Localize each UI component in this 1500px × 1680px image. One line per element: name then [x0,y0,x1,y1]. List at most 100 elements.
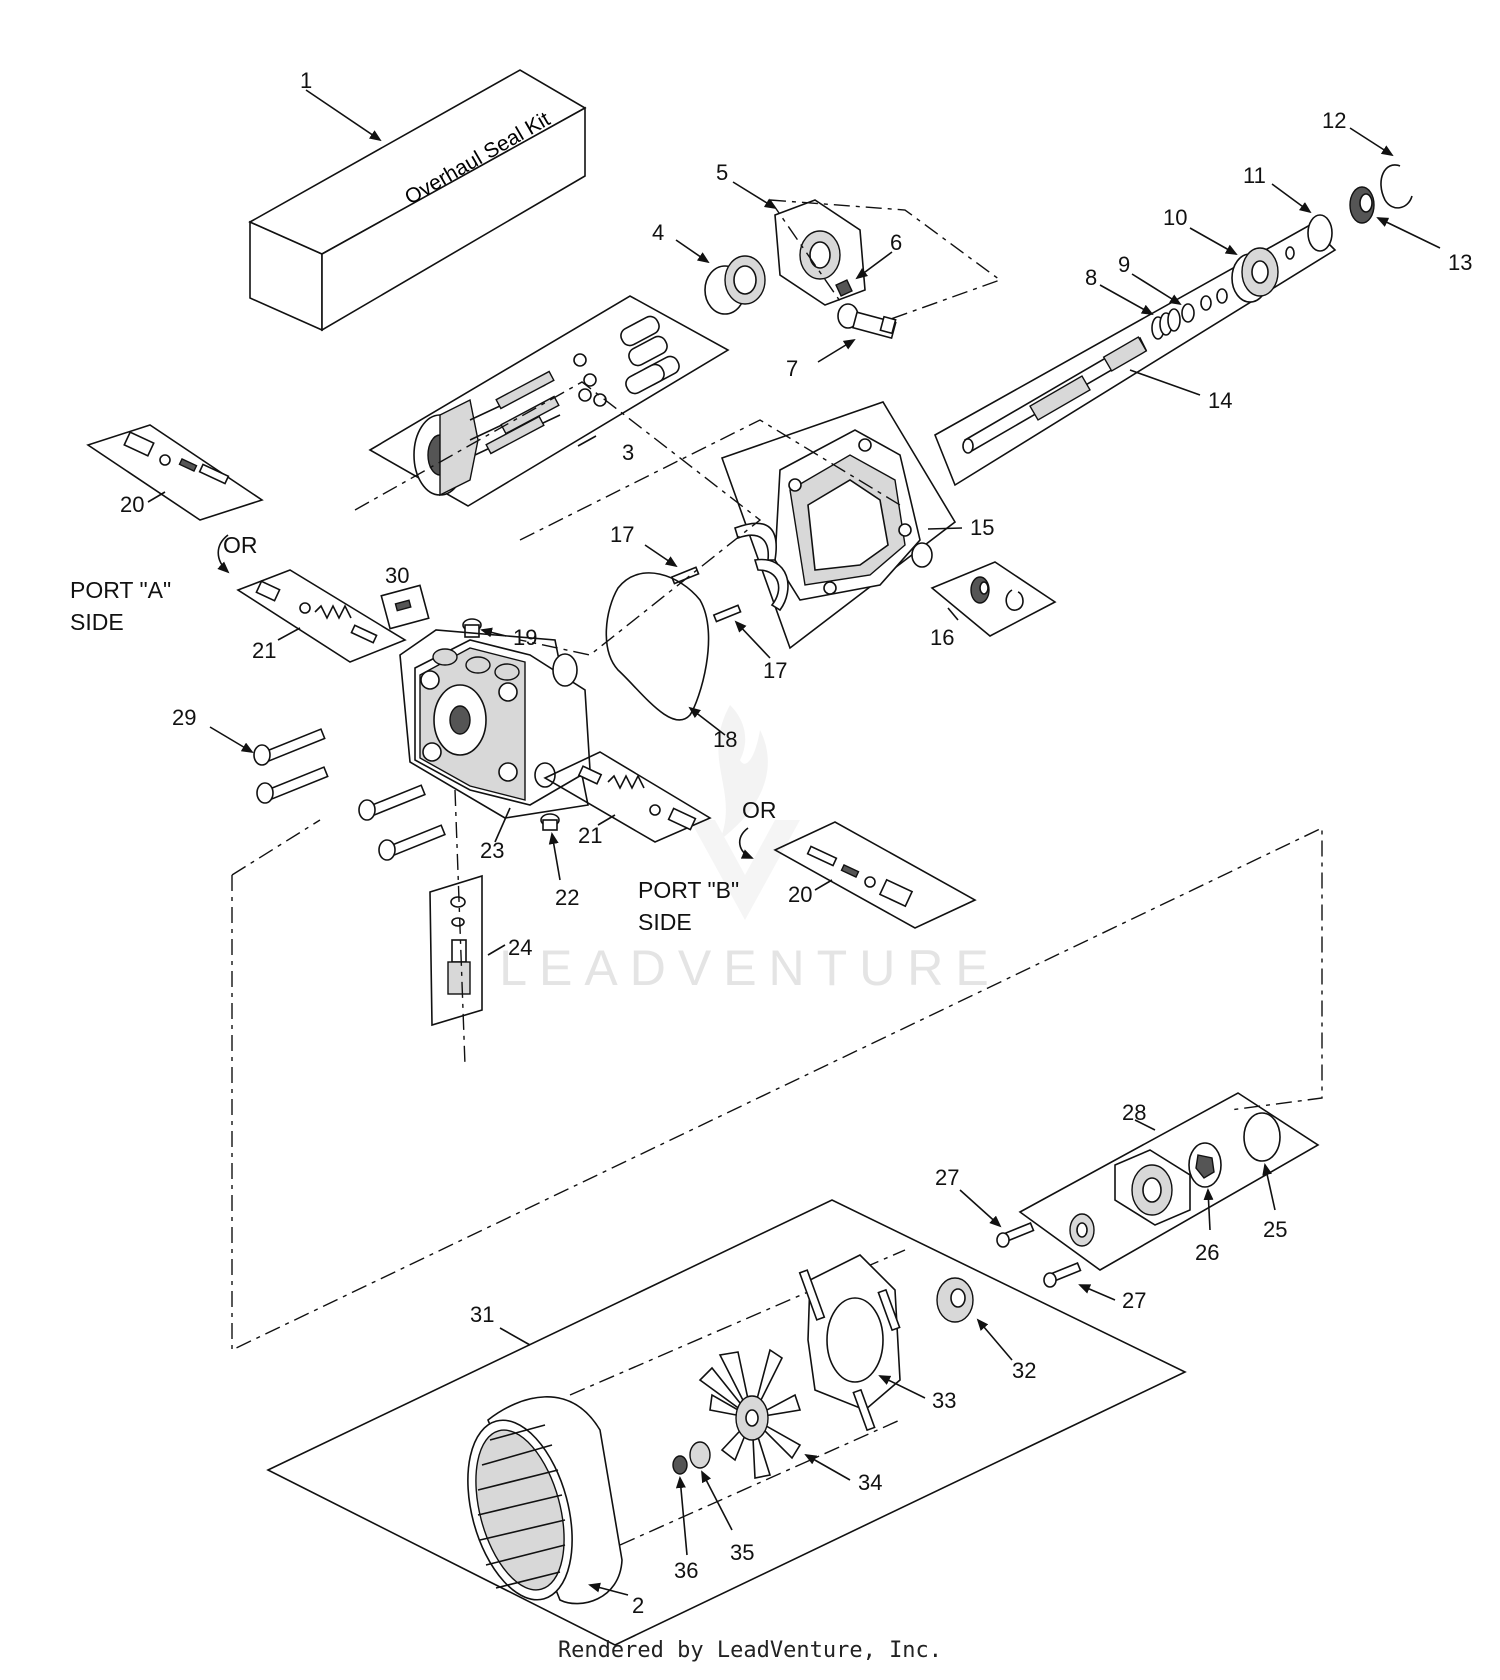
callout-26: 26 [1195,1240,1219,1265]
fan-assembly-panel [266,1199,1187,1646]
or-label-top: OR [223,532,258,558]
callout-7: 7 [786,356,798,381]
charge-pump-panel [1018,1092,1320,1271]
swashplate-5 [774,199,866,306]
slot-guide-6 [835,279,853,297]
callout-31: 31 [470,1302,494,1327]
callout-34: 34 [858,1470,882,1495]
callout-36: 36 [674,1558,698,1583]
callout-23: 23 [480,838,504,863]
bearing-28 [1069,1213,1095,1247]
callout-17a: 17 [610,522,634,547]
endcap-panel [399,629,589,819]
dowel-pin-17b [712,604,742,623]
thrust-bearing-4 [704,255,766,315]
shaft-seal-16 [970,576,1024,611]
watermark-text: LEADVENTURE [499,940,1001,996]
plug-22 [540,813,560,831]
callout-8: 8 [1085,265,1097,290]
washer-35 [689,1441,711,1469]
callout-4: 4 [652,220,664,245]
callout-16: 16 [930,625,954,650]
callout-35: 35 [730,1540,754,1565]
screws-27 [996,1222,1082,1288]
callout-11: 11 [1243,163,1266,188]
retaining-ring-12 [1380,164,1413,209]
spacer-32 [936,1277,974,1323]
callout-18: 18 [713,727,737,752]
callout-10: 10 [1163,205,1187,230]
gasket-18 [605,572,710,721]
bypass-valve-24 [447,896,471,995]
callout-30: 30 [385,563,409,588]
fan-shroud-2 [467,1396,623,1605]
leader-1 [305,89,382,142]
cooling-fan-34 [698,1348,802,1479]
seal-13 [1349,186,1375,224]
callout-21b: 21 [578,823,602,848]
fan-adapter-33 [798,1254,901,1432]
port-a-line1: PORT "A" [70,577,171,603]
callout-6: 6 [890,230,902,255]
charge-pump-housing-28 [1114,1149,1191,1226]
washer-9 [1181,303,1195,323]
callout-15: 15 [970,515,994,540]
callout-19: 19 [513,625,537,650]
callout-20b: 20 [788,882,812,907]
callout-27a: 27 [935,1165,959,1190]
or-arrow-bottom [739,827,754,859]
callout-12: 12 [1322,108,1346,133]
bolts-29 [253,728,446,861]
callout-14: 14 [1208,388,1232,413]
callout-1: 1 [300,68,312,93]
leader-31 [499,1327,531,1346]
or-arrow-top [217,534,230,574]
callout-32: 32 [1012,1358,1036,1383]
callout-2: 2 [632,1593,644,1618]
leader-3 [577,435,597,447]
callout-25: 25 [1263,1217,1287,1242]
seal-kit-box: Overhaul Seal Kit [248,69,587,332]
callout-29: 29 [172,705,196,730]
port-a-line2: SIDE [70,609,124,635]
callout-numbers: 1 2 3 4 5 6 7 8 9 10 11 12 13 14 15 16 1… [120,68,1472,1618]
trunnion-arm-7 [837,303,897,340]
callout-17b: 17 [763,658,787,683]
endcap-23 [414,639,591,806]
relief-valve-21-left [255,580,378,644]
input-shaft-14 [962,336,1148,454]
o-ring-25 [1243,1112,1281,1162]
callout-22: 22 [555,885,579,910]
callout-24: 24 [508,935,532,960]
port-b-line1: PORT "B" [638,877,739,903]
dowel-pin-17a [670,566,700,585]
cylinder-kit-group [368,295,730,507]
or-label-bottom: OR [742,797,777,823]
port-b-line2: SIDE [638,909,692,935]
relief-valve-21-right [577,765,697,831]
callout-28: 28 [1122,1100,1146,1125]
housing-panel [720,401,957,650]
callout-21a: 21 [252,638,276,663]
housing-15 [734,429,933,612]
callout-3: 3 [622,440,634,465]
callout-13: 13 [1448,250,1472,275]
o-ring-11 [1307,214,1333,252]
leader-14 [1129,369,1201,396]
callout-27b: 27 [1122,1288,1146,1313]
callout-9: 9 [1118,252,1130,277]
callout-20a: 20 [120,492,144,517]
footer-credit: Rendered by LeadVenture, Inc. [557,1638,943,1663]
nut-36 [672,1455,688,1475]
ball-bearing-10 [1231,247,1279,303]
watermark-logo [690,705,800,920]
callout-5: 5 [716,160,728,185]
check-valve-20-top [123,431,230,485]
check-valve-20-bottom [806,845,914,908]
leader-15 [927,527,963,530]
plug-30-panel [380,584,430,630]
input-shaft-panel [933,224,1337,487]
gerotor-26 [1188,1142,1222,1188]
callout-33: 33 [932,1388,956,1413]
